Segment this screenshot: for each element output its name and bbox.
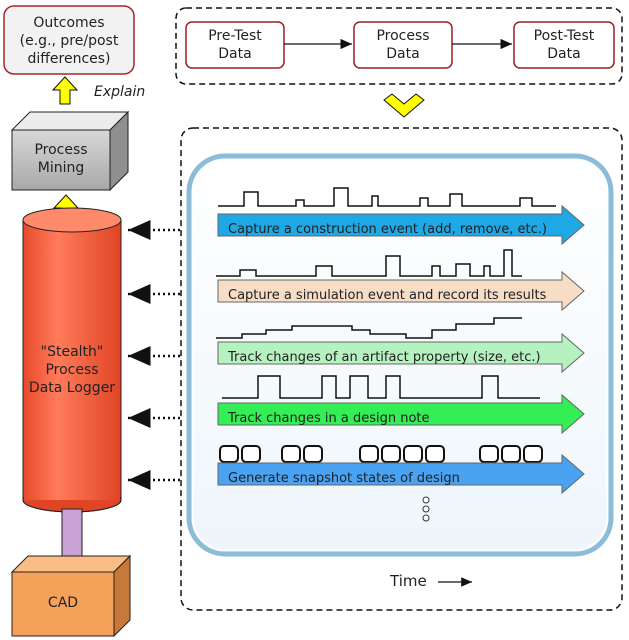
arrow-property	[217, 332, 585, 374]
row-label-construction: Capture a construction event (add, remov…	[228, 222, 547, 237]
row-label-property: Track changes of an artifact property (s…	[228, 350, 541, 365]
outcomes-title: Outcomes	[33, 15, 105, 31]
posttest-line2: Data	[547, 46, 581, 62]
flow-container	[175, 7, 623, 85]
outcomes-line3: differences)	[27, 51, 111, 67]
process-data-box	[353, 21, 453, 69]
process-mining-cube	[10, 110, 130, 192]
explain-label: Explain	[94, 84, 146, 100]
logger-line2: Process	[45, 362, 99, 378]
main-container	[180, 127, 623, 611]
signal-design-note	[222, 375, 540, 399]
signal-property	[216, 317, 522, 339]
signal-construction	[218, 187, 556, 207]
logger-cylinder	[22, 207, 122, 513]
outcomes-line2: (e.g., pre/post	[19, 33, 119, 49]
pretest-line2: Data	[218, 46, 252, 62]
arrow-snapshot	[217, 453, 585, 495]
dotted-arrows	[128, 220, 180, 490]
process-mining-line1: Process	[34, 142, 88, 158]
snapshot-squares	[219, 445, 543, 463]
pretest-line1: Pre-Test	[208, 28, 262, 44]
row-label-design-note: Track changes in a design note	[228, 411, 430, 426]
arrow-simulation	[217, 270, 585, 312]
posttest-line1: Post-Test	[533, 28, 595, 44]
chevron-down-icon	[383, 93, 425, 118]
row-label-snapshot: Generate snapshot states of design	[228, 471, 460, 486]
row-label-simulation: Capture a simulation event and record it…	[228, 288, 547, 303]
pretest-box	[185, 21, 285, 69]
cad-cube	[10, 554, 132, 638]
arrow-design-note	[217, 393, 585, 435]
time-label: Time	[390, 572, 427, 590]
more-dots	[422, 496, 430, 522]
posttest-box	[513, 21, 615, 69]
logger-line3: Data Logger	[28, 380, 116, 396]
process-data-line2: Data	[386, 46, 420, 62]
cad-label: CAD	[47, 595, 79, 611]
process-mining-line2: Mining	[37, 160, 85, 176]
arrow-construction	[217, 204, 585, 246]
signal-simulation	[216, 249, 522, 277]
explain-arrow	[51, 76, 79, 105]
process-data-line1: Process	[376, 28, 430, 44]
logger-line1: "Stealth"	[40, 344, 104, 360]
outcomes-box	[3, 5, 135, 75]
cad-connector	[61, 508, 83, 563]
